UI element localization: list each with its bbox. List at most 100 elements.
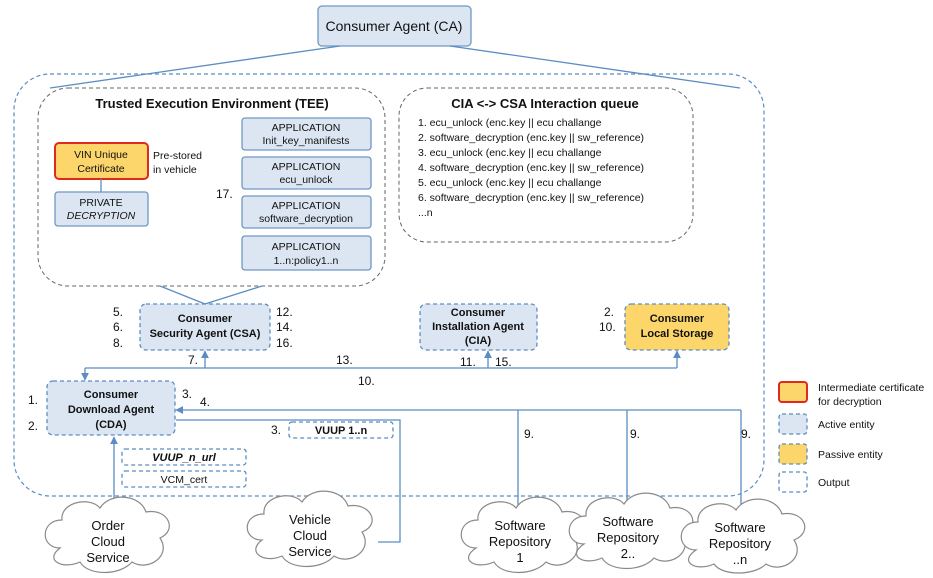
svg-text:Security Agent (CSA): Security Agent (CSA) — [150, 328, 261, 340]
vin-certificate: VIN Unique Certificate — [54, 142, 149, 180]
software-repository-n: Software Repository ..n — [680, 498, 806, 574]
private-decryption: PRIVATE DECRYPTION — [54, 191, 149, 227]
flow-step-7: 7. — [188, 353, 198, 367]
software-repository-1: Software Repository 1 — [460, 496, 586, 573]
cda-step-3: 3. — [182, 387, 192, 401]
vuup-url-output: VUUP_n_url — [121, 448, 247, 466]
csa-step-left-1: 5. — [113, 305, 123, 319]
svg-text:VIN Unique: VIN Unique — [74, 149, 128, 161]
queue-list: 1. ecu_unlock (enc.key || ecu challange … — [418, 117, 644, 219]
cda-step-1: 1. — [28, 393, 38, 407]
svg-text:Software: Software — [494, 518, 545, 533]
tee-csa-link-right — [204, 285, 263, 305]
consumer-local-storage: Consumer Local Storage — [624, 303, 730, 351]
flow-step-10: 10. — [358, 374, 375, 388]
svg-text:Order: Order — [91, 518, 125, 533]
svg-text:APPLICATION: APPLICATION — [272, 241, 341, 253]
svg-text:(CIA): (CIA) — [465, 335, 492, 347]
svg-text:Repository: Repository — [597, 530, 660, 545]
consumer-security-agent: Consumer Security Agent (CSA) — [139, 303, 271, 351]
svg-text:2..: 2.. — [621, 546, 635, 561]
storage-step-2: 10. — [599, 320, 616, 334]
application-ecu-unlock: APPLICATION ecu_unlock — [241, 156, 372, 190]
svg-text:Cloud: Cloud — [91, 534, 125, 549]
csa-step-left-3: 8. — [113, 336, 123, 350]
svg-text:..n: ..n — [733, 552, 747, 567]
svg-text:ecu_unlock: ecu_unlock — [279, 174, 333, 186]
tee-region — [37, 87, 386, 287]
svg-text:1: 1 — [516, 550, 523, 565]
svg-text:Consumer: Consumer — [451, 307, 506, 319]
application-policies: APPLICATION 1..n:policy1..n — [241, 235, 372, 271]
svg-text:Repository: Repository — [489, 534, 552, 549]
legend-active: Active entity — [818, 419, 875, 431]
consumer-agent-label: Consumer Agent (CA) — [326, 18, 463, 34]
svg-text:Local Storage: Local Storage — [641, 328, 714, 340]
consumer-installation-agent: Consumer Installation Agent (CIA) — [419, 303, 538, 351]
vuup-step-3: 3. — [271, 423, 281, 437]
svg-text:PRIVATE: PRIVATE — [79, 197, 122, 209]
tee-csa-link-left — [159, 285, 206, 305]
svg-text:Vehicle: Vehicle — [289, 512, 331, 527]
prestored-note-2: in vehicle — [153, 164, 197, 176]
svg-text:Consumer: Consumer — [178, 313, 233, 325]
csa-step-right-3: 16. — [276, 336, 293, 350]
svg-text:APPLICATION: APPLICATION — [272, 200, 341, 212]
svg-text:Software: Software — [602, 514, 653, 529]
application-init-key-manifests: APPLICATION Init_key_manifests — [241, 117, 372, 151]
step-17: 17. — [216, 187, 233, 201]
svg-text:Cloud: Cloud — [293, 528, 327, 543]
legend-swatch-intermediate — [778, 381, 808, 403]
queue-item: 6. software_decryption (enc.key || sw_re… — [418, 192, 644, 204]
queue-item: 2. software_decryption (enc.key || sw_re… — [418, 132, 644, 144]
flow-step-9c: 9. — [741, 427, 751, 441]
svg-text:Service: Service — [288, 544, 331, 559]
queue-item: 4. software_decryption (enc.key || sw_re… — [418, 162, 644, 174]
csa-step-left-2: 6. — [113, 320, 123, 334]
cda-step-4: 4. — [200, 395, 210, 409]
flow-step-15: 15. — [495, 355, 512, 369]
svg-text:APPLICATION: APPLICATION — [272, 161, 341, 173]
queue-item: 5. ecu_unlock (enc.key || ecu challange — [418, 177, 602, 189]
legend-swatch-active — [778, 413, 808, 435]
consumer-agent-node: Consumer Agent (CA) — [317, 5, 472, 47]
svg-text:VUUP 1..n: VUUP 1..n — [315, 425, 368, 437]
legend: Intermediate certificate for decryption … — [778, 381, 924, 493]
queue-item: 1. ecu_unlock (enc.key || ecu challange — [418, 117, 602, 129]
legend-swatch-passive — [778, 443, 808, 465]
cda-step-2: 2. — [28, 419, 38, 433]
tee-title: Trusted Execution Environment (TEE) — [95, 96, 328, 111]
svg-text:VUUP_n_url: VUUP_n_url — [152, 452, 217, 464]
queue-item: ...n — [418, 207, 433, 219]
vehicle-cloud-service: Vehicle Cloud Service — [246, 490, 373, 567]
ca-link-right — [449, 45, 741, 89]
flow-step-11: 11. — [460, 355, 476, 369]
svg-text:Init_key_manifests: Init_key_manifests — [263, 135, 350, 147]
legend-swatch-output — [778, 471, 808, 493]
prestored-note-1: Pre-stored — [153, 150, 202, 162]
svg-text:Consumer: Consumer — [650, 313, 705, 325]
legend-output: Output — [818, 477, 850, 489]
queue-item: 3. ecu_unlock (enc.key || ecu challange — [418, 147, 602, 159]
vuup-output: VUUP 1..n — [288, 421, 394, 439]
consumer-download-agent: Consumer Download Agent (CDA) — [46, 380, 176, 436]
flow-step-9b: 9. — [630, 427, 640, 441]
legend-passive: Passive entity — [818, 449, 884, 461]
software-repository-2: Software Repository 2.. — [568, 492, 694, 569]
legend-intermediate-1: Intermediate certificate — [818, 382, 924, 394]
svg-text:Installation Agent: Installation Agent — [432, 321, 524, 333]
order-cloud-service: Order Cloud Service — [44, 496, 170, 573]
ca-link-left — [49, 45, 341, 89]
svg-text:Software: Software — [714, 520, 765, 535]
svg-text:APPLICATION: APPLICATION — [272, 122, 341, 134]
csa-step-right-1: 12. — [276, 305, 293, 319]
svg-text:1..n:policy1..n: 1..n:policy1..n — [274, 255, 339, 267]
flow-step-9a: 9. — [524, 427, 534, 441]
svg-text:VCM_cert: VCM_cert — [161, 474, 208, 486]
application-software-decryption: APPLICATION software_decryption — [241, 195, 372, 229]
consumer-agent-region — [13, 73, 765, 497]
svg-text:DECRYPTION: DECRYPTION — [67, 210, 136, 222]
svg-text:Service: Service — [86, 550, 129, 565]
svg-text:(CDA): (CDA) — [95, 419, 126, 431]
queue-title: CIA <-> CSA Interaction queue — [451, 96, 639, 111]
